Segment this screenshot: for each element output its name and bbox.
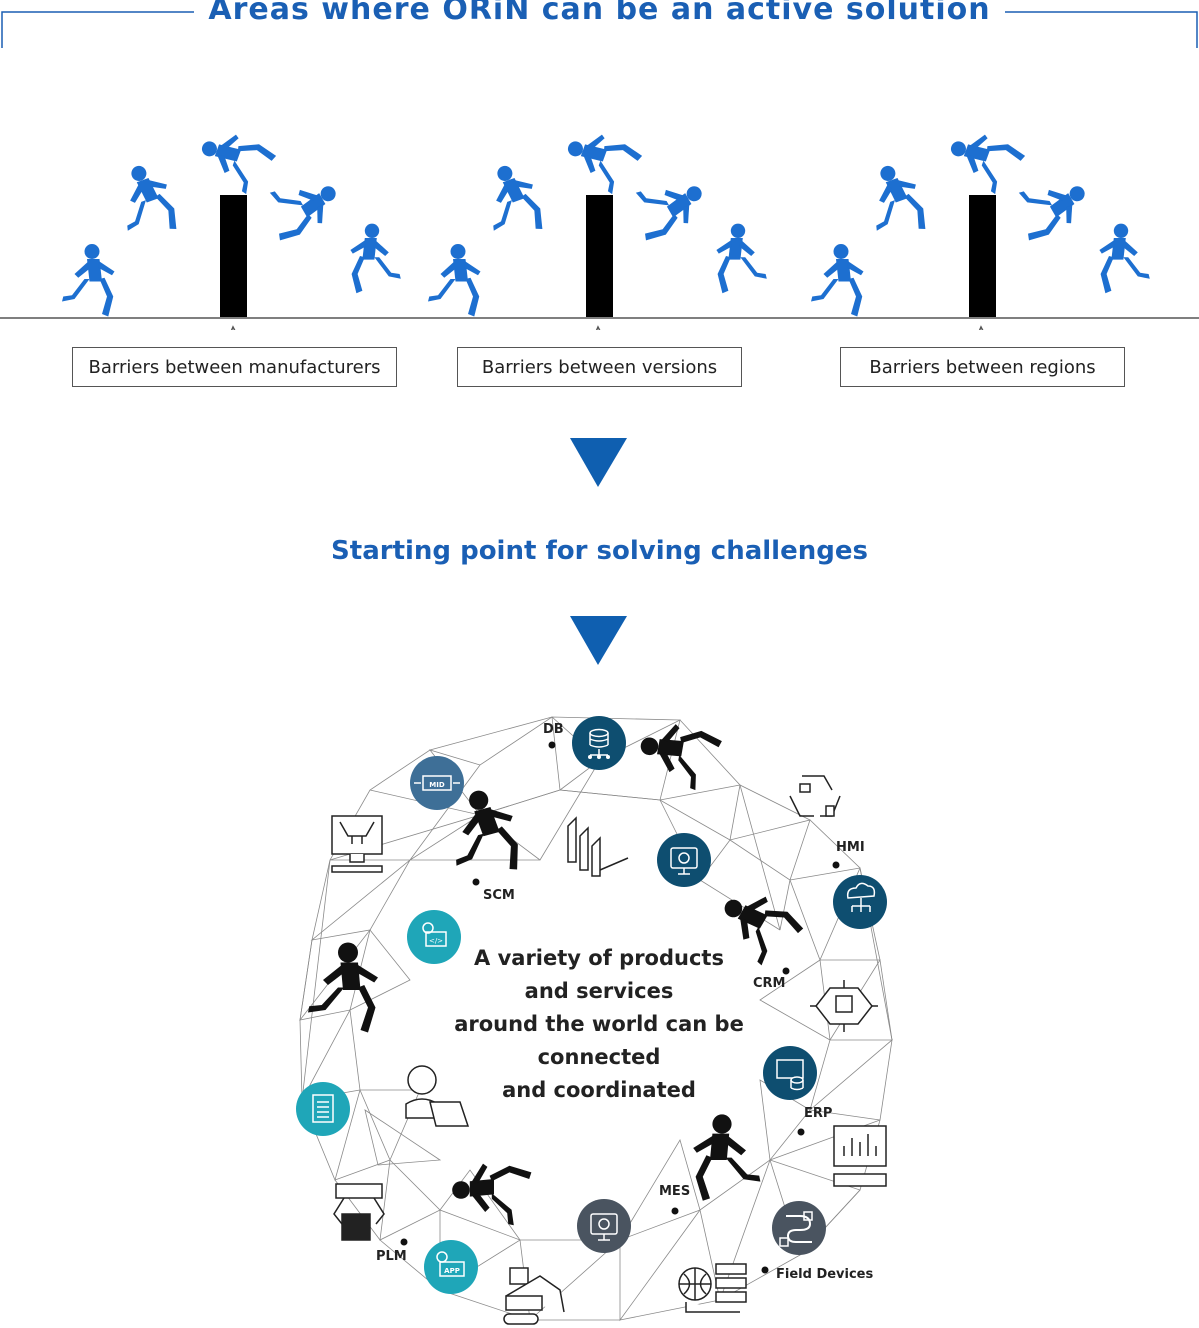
center-line-4: connected bbox=[440, 1041, 758, 1074]
app-icon: APP bbox=[424, 1240, 478, 1294]
document-list-icon bbox=[296, 1082, 350, 1136]
label-scm: SCM bbox=[483, 888, 515, 903]
athlete-silhouette-1 bbox=[635, 719, 724, 793]
label-plm: PLM bbox=[376, 1249, 407, 1264]
center-line-1: A variety of products bbox=[440, 942, 758, 975]
monitor-robot-icon bbox=[332, 816, 382, 872]
center-line-5: and coordinated bbox=[440, 1074, 758, 1107]
athlete-silhouette-5 bbox=[693, 1114, 760, 1200]
recycle-icon bbox=[790, 776, 840, 816]
database-icon bbox=[572, 716, 626, 770]
center-message: A variety of products and services aroun… bbox=[440, 942, 758, 1107]
globe-server-icon bbox=[679, 1264, 746, 1312]
excavator-icon bbox=[504, 1268, 564, 1324]
cloud-network-icon bbox=[833, 875, 887, 929]
connection-plug-icon bbox=[772, 1201, 826, 1255]
hexagon-box-icon bbox=[810, 980, 878, 1032]
label-field-devices: Field Devices bbox=[776, 1267, 873, 1282]
monitor-refresh-icon bbox=[577, 1199, 631, 1253]
label-db: DB bbox=[543, 722, 564, 737]
middleware-icon: MID bbox=[410, 756, 464, 810]
center-line-3: around the world can be bbox=[440, 1008, 758, 1041]
analytics-monitor-icon bbox=[834, 1126, 886, 1186]
label-mes: MES bbox=[659, 1184, 690, 1199]
label-erp: ERP bbox=[804, 1106, 832, 1121]
mid-tag: MID bbox=[429, 781, 445, 789]
database-monitor-icon bbox=[763, 1046, 817, 1100]
label-hmi: HMI bbox=[836, 840, 865, 855]
athlete-silhouette-6 bbox=[452, 1164, 531, 1226]
bar-chart-icon bbox=[568, 818, 628, 876]
center-line-2: and services bbox=[440, 975, 758, 1008]
monitor-sync-icon bbox=[657, 833, 711, 887]
app-tag: APP bbox=[444, 1267, 460, 1275]
